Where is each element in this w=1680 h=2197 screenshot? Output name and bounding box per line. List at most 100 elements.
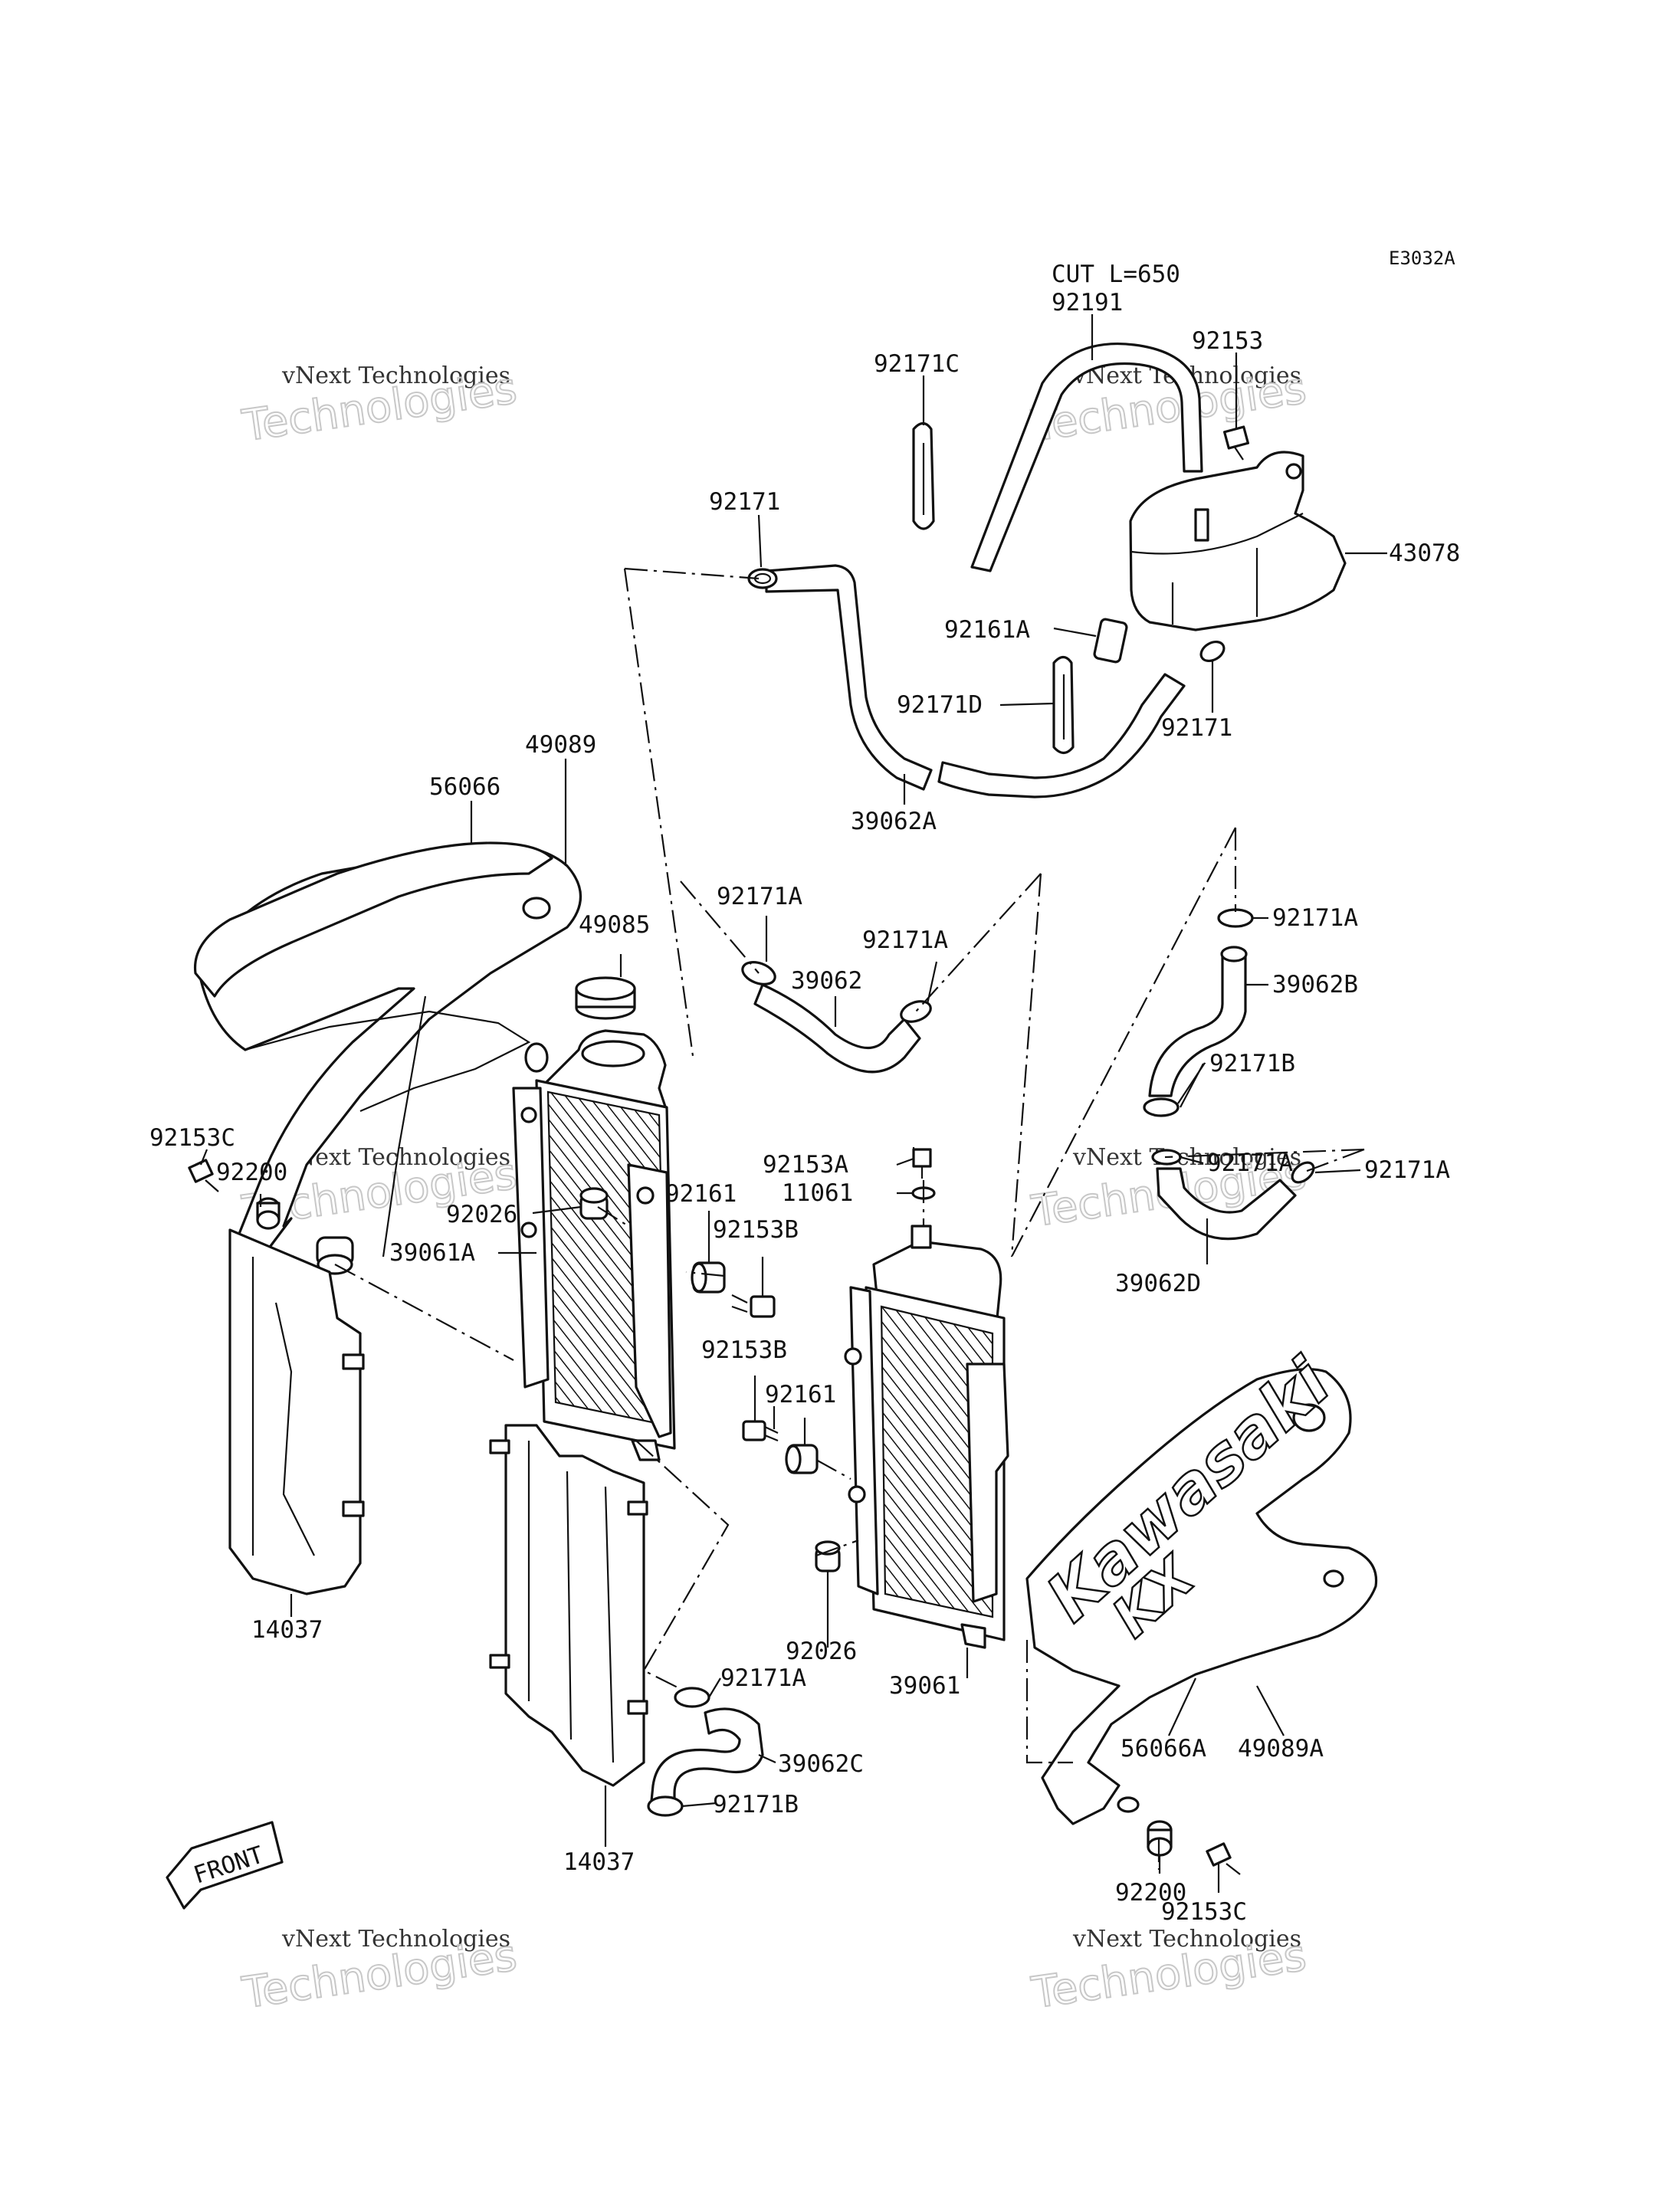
alignment-line bbox=[685, 1271, 725, 1277]
label-39062C: 39062C bbox=[778, 1750, 864, 1778]
radiator-39061-bracket bbox=[966, 1362, 1009, 1603]
label-92171C: 92171C bbox=[874, 350, 960, 378]
label-39062B: 39062B bbox=[1272, 971, 1358, 998]
hose-39062A bbox=[765, 564, 933, 791]
watermark-text: vNext Technologies bbox=[281, 362, 510, 389]
alignment-line bbox=[623, 568, 695, 1062]
alignment-line bbox=[597, 1206, 629, 1227]
label-92153A: 92153A bbox=[763, 1151, 848, 1179]
label-39062A: 39062A bbox=[851, 808, 937, 835]
radiator-39061-inlet bbox=[911, 1225, 932, 1249]
front-direction-arrow: FRONT bbox=[166, 1821, 284, 1910]
alignment-line bbox=[1011, 827, 1236, 1258]
label-92171A-5: 92171A bbox=[1364, 1156, 1450, 1184]
label-39061A: 39061A bbox=[389, 1239, 475, 1267]
label-49089A: 49089A bbox=[1238, 1735, 1324, 1763]
label-92171B-1: 92171B bbox=[1209, 1050, 1295, 1077]
bracket-hole bbox=[524, 1042, 549, 1073]
part-labels: 92191 92153 92171C 92171 43078 92161A 92… bbox=[149, 289, 1460, 1926]
hose-clamp-92171B-right bbox=[1143, 1097, 1180, 1117]
label-92200-1: 92200 bbox=[216, 1159, 287, 1186]
label-92171A-2: 92171A bbox=[862, 926, 948, 954]
bolt-92153C-right bbox=[1206, 1842, 1241, 1875]
bolt-92153A bbox=[912, 1148, 932, 1179]
alignment-line bbox=[915, 873, 1042, 1012]
hose-clamp-92171-right bbox=[1199, 640, 1226, 663]
label-92171D: 92171D bbox=[897, 691, 983, 719]
tank-outline-detail bbox=[1171, 548, 1258, 625]
bolt-92153B-lower bbox=[742, 1420, 779, 1442]
guard-tab bbox=[627, 1700, 648, 1715]
hose-39062D bbox=[1156, 1167, 1297, 1241]
tank-outline-detail bbox=[1130, 513, 1304, 555]
reservoir-tank bbox=[1129, 451, 1347, 631]
label-92171-top: 92171 bbox=[709, 488, 780, 516]
shroud-brace bbox=[244, 995, 531, 1258]
hose-39062B bbox=[1148, 953, 1247, 1097]
tank-nipple bbox=[1194, 508, 1209, 542]
hose-clamp-92171B-lower bbox=[647, 1795, 684, 1817]
grommet-92161-lower bbox=[785, 1444, 819, 1474]
radiator-39061A-bracket bbox=[627, 1163, 672, 1438]
label-39062D: 39062D bbox=[1115, 1270, 1201, 1297]
label-92153: 92153 bbox=[1192, 327, 1263, 355]
hose-39062A-lower bbox=[937, 673, 1186, 798]
shroud-49089A bbox=[1025, 1368, 1378, 1825]
radiator-39061-outlet bbox=[960, 1623, 986, 1649]
radiator-cap-49085 bbox=[575, 976, 636, 1020]
alignment-line bbox=[1010, 873, 1042, 1258]
guard-tab bbox=[627, 1500, 648, 1516]
label-92191: 92191 bbox=[1052, 289, 1123, 316]
watermark-text: vNext Technologies bbox=[281, 1926, 510, 1953]
label-92200-2: 92200 bbox=[1115, 1879, 1186, 1907]
watermark-text: vNext Technologies bbox=[1072, 1926, 1301, 1953]
guard-tab bbox=[342, 1500, 365, 1517]
label-92171-right: 92171 bbox=[1161, 714, 1232, 742]
hose-clamp-92171A-upper bbox=[1217, 908, 1254, 928]
watermark-text: vNext Technologies bbox=[1072, 1144, 1301, 1171]
shroud-mount-hole bbox=[1117, 1796, 1140, 1813]
label-43078: 43078 bbox=[1389, 539, 1460, 567]
label-92153B-1: 92153B bbox=[713, 1216, 799, 1244]
label-92171A-6: 92171A bbox=[720, 1664, 806, 1692]
label-92161-2: 92161 bbox=[765, 1381, 836, 1408]
hose-39062 bbox=[753, 983, 921, 1074]
label-92171A-3: 92171A bbox=[1272, 904, 1358, 932]
label-39062: 39062 bbox=[791, 967, 862, 995]
alignment-line bbox=[635, 1440, 730, 1690]
label-92026-1: 92026 bbox=[446, 1201, 517, 1228]
label-92161-1: 92161 bbox=[665, 1180, 737, 1208]
alignment-line bbox=[624, 567, 760, 580]
alignment-line bbox=[334, 1264, 514, 1361]
hose-39062C bbox=[650, 1707, 764, 1802]
label-56066A: 56066A bbox=[1121, 1735, 1206, 1763]
label-92026-2: 92026 bbox=[786, 1638, 857, 1665]
shroud-mount-hole bbox=[522, 897, 551, 920]
label-92161A: 92161A bbox=[944, 616, 1030, 644]
alignment-line bbox=[815, 1539, 859, 1557]
leader-lines bbox=[199, 314, 1387, 1893]
alignment-line bbox=[815, 1459, 851, 1480]
bolt-92153 bbox=[1222, 425, 1250, 461]
label-92153C-1: 92153C bbox=[149, 1124, 235, 1152]
damper-92026-left bbox=[579, 1187, 609, 1220]
label-92153B-2: 92153B bbox=[701, 1336, 787, 1364]
label-92171B-2: 92171B bbox=[713, 1791, 799, 1818]
grommet-92161A bbox=[1093, 618, 1128, 664]
label-56066: 56066 bbox=[429, 773, 500, 801]
radiator-guard-14037-center bbox=[504, 1424, 645, 1787]
guard-tab bbox=[342, 1353, 365, 1370]
label-49089: 49089 bbox=[525, 731, 596, 759]
label-11061: 11061 bbox=[782, 1179, 853, 1207]
cut-length-note: CUT L=650 bbox=[1052, 261, 1180, 288]
damper-92026-lower bbox=[815, 1540, 841, 1572]
label-39061: 39061 bbox=[889, 1672, 960, 1700]
alignment-line bbox=[680, 880, 760, 974]
alignment-line bbox=[1025, 1640, 1073, 1764]
grommet-92161-left bbox=[691, 1261, 726, 1294]
shroud-56066 bbox=[193, 841, 553, 998]
bolt-92153C-left bbox=[188, 1159, 219, 1192]
tank-mount-hole bbox=[1285, 463, 1302, 480]
